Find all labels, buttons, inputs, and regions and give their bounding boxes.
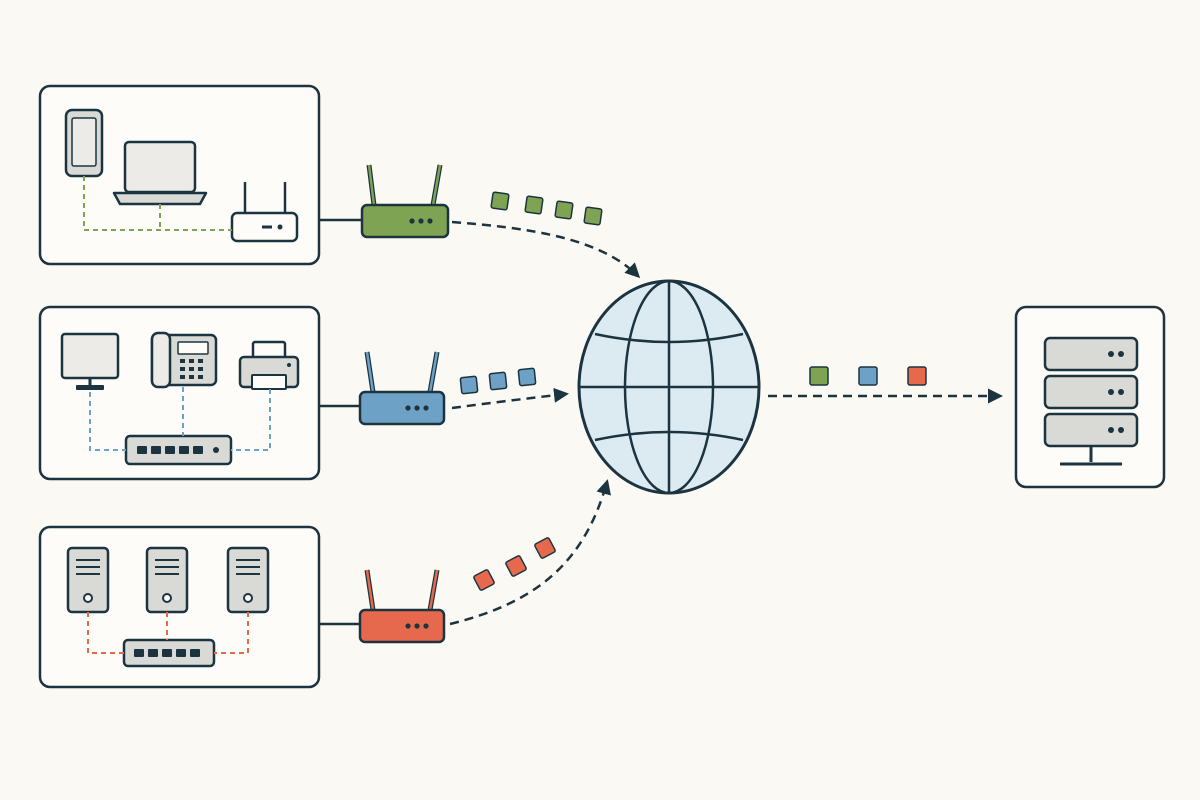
network-panel-datacenter <box>38 525 321 689</box>
packet <box>524 195 544 215</box>
packet <box>488 371 508 391</box>
packets-datacenter <box>473 537 556 591</box>
router-blue-icon <box>358 351 446 426</box>
tower-server-icon <box>66 546 110 614</box>
lan-links-datacenter <box>87 612 249 654</box>
packets-office <box>459 367 537 395</box>
packet <box>459 375 479 395</box>
smartphone-icon <box>64 108 104 178</box>
packet <box>505 555 527 577</box>
lan-links-office <box>89 387 271 451</box>
packet <box>554 200 574 220</box>
wifi-access-point-icon <box>230 182 299 243</box>
packets-outbound <box>809 366 927 386</box>
tower-server-icon <box>145 546 189 614</box>
server-rack-icon <box>1043 336 1139 466</box>
packet <box>534 537 556 559</box>
flow-arrow-datacenter <box>449 479 611 626</box>
laptop-icon <box>112 140 208 206</box>
router-orange-icon <box>358 569 446 644</box>
network-panel-office <box>38 305 321 481</box>
packet <box>858 366 878 386</box>
network-switch-icon <box>124 434 233 466</box>
packet <box>517 367 537 387</box>
packets-mobile <box>490 191 603 226</box>
globe-icon <box>577 279 761 495</box>
packet <box>583 206 603 226</box>
network-panel-mobile <box>38 84 321 266</box>
flow-arrow-mobile <box>451 220 641 279</box>
packet <box>809 366 829 386</box>
router-green-icon <box>360 164 450 239</box>
packet <box>907 366 927 386</box>
destination-panel <box>1014 305 1166 489</box>
lan-links-mobile <box>83 176 232 231</box>
flow-arrow-office <box>451 387 569 410</box>
packet <box>473 569 495 591</box>
packet <box>490 191 510 211</box>
desk-phone-icon <box>150 331 218 389</box>
network-switch-icon <box>122 638 216 668</box>
desktop-monitor-icon <box>60 332 120 390</box>
tower-server-icon <box>226 546 270 614</box>
